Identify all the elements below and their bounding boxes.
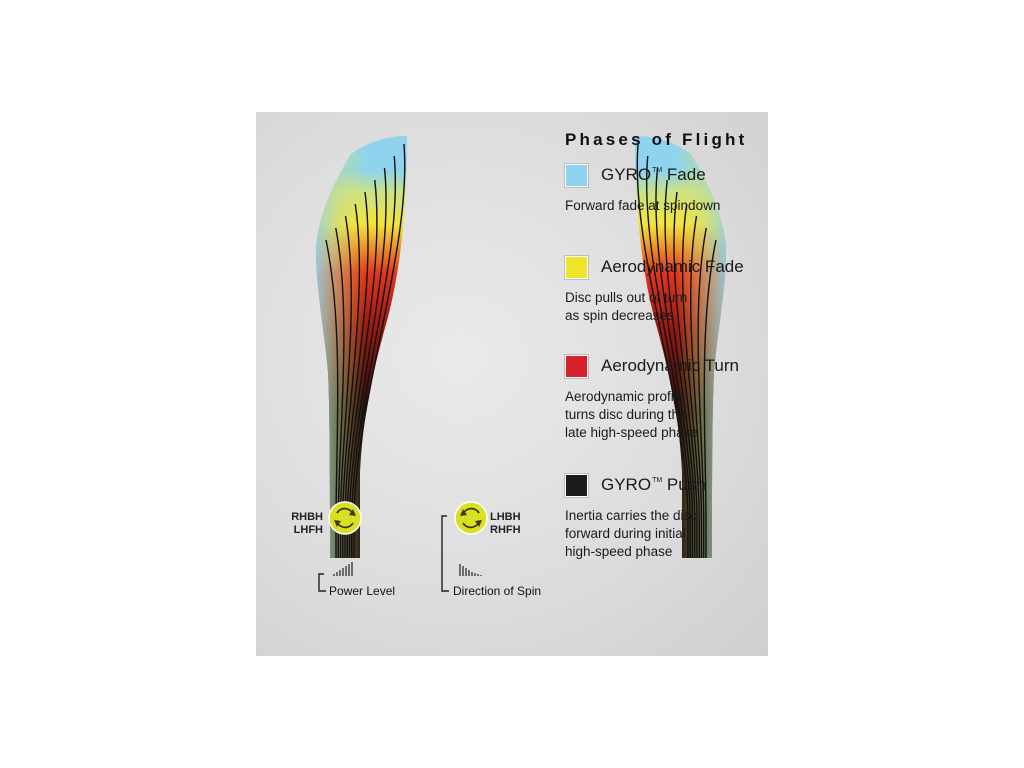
right-spin-badge-icon xyxy=(454,501,488,535)
left-throw-label-1: RHBH xyxy=(291,511,323,523)
right-fan-trajectory-line xyxy=(703,239,717,558)
left-fan-trajectory-line xyxy=(344,191,369,558)
power-level-caption: Power Level xyxy=(329,584,395,598)
left-fan-trajectory-line xyxy=(346,179,378,558)
gyro-push-label: GYROTM Push xyxy=(601,475,706,494)
legend-title: Phases of Flight xyxy=(565,130,748,149)
right-fan-trajectory-line xyxy=(690,215,703,558)
left-flight-fan xyxy=(316,136,407,558)
right-fan-trajectory-line xyxy=(673,191,698,558)
direction-of-spin-caption: Direction of Spin xyxy=(453,584,541,598)
left-fan-trajectory-line xyxy=(325,239,339,558)
power-level-icon xyxy=(333,562,353,576)
aero-fade-label: Aerodynamic Fade xyxy=(601,257,744,276)
flight-path-diagram: RHBH LHFH LHBH RHFH Power Level D xyxy=(291,136,726,598)
right-throw-label-1: LHBH xyxy=(490,511,521,523)
left-throw-label-2: LHFH xyxy=(294,524,323,536)
right-fan-trajectory-line xyxy=(697,227,707,558)
right-flight-fan xyxy=(635,136,726,558)
gyro-push-description: Inertia carries the disc forward during … xyxy=(565,508,698,559)
aero-turn-label: Aerodynamic Turn xyxy=(601,356,739,375)
power-level-bracket xyxy=(318,573,326,592)
right-fan-trajectory-line xyxy=(636,143,689,558)
aero-turn-description: Aerodynamic profile turns disc during th… xyxy=(565,389,698,440)
direction-of-spin-bracket xyxy=(441,515,449,592)
left-spin-badge-icon xyxy=(328,501,362,535)
gyro-fade-label: GYROTM Fade xyxy=(601,165,706,184)
right-fan-trajectory-line xyxy=(655,167,694,558)
gyro-fade-description: Forward fade at spindown xyxy=(565,198,721,213)
aero-fade-swatch xyxy=(565,256,588,279)
flight-phases-panel: RHBH LHFH LHBH RHFH Power Level D xyxy=(256,112,768,656)
right-throw-label-2: RHFH xyxy=(490,524,521,536)
right-fan-trajectory-line xyxy=(645,155,691,558)
gyro-push-swatch xyxy=(565,474,588,497)
gyro-fade-swatch xyxy=(565,164,588,187)
left-fan-trajectory-line xyxy=(353,143,406,558)
right-fan-trajectory-lines xyxy=(636,143,717,558)
left-fan-trajectory-line xyxy=(351,155,397,558)
aero-turn-swatch xyxy=(565,355,588,378)
aero-fade-description: Disc pulls out of turn as spin decreases xyxy=(565,290,688,323)
right-fan-trajectory-line xyxy=(681,203,700,558)
left-fan-trajectory-line xyxy=(348,167,387,558)
left-fan-trajectory-line xyxy=(339,215,352,558)
left-fan-trajectory-lines xyxy=(325,143,406,558)
right-fan-trajectory-line xyxy=(664,179,696,558)
left-fan-trajectory-line xyxy=(342,203,361,558)
left-fan-trajectory-line xyxy=(335,227,345,558)
direction-of-spin-icon xyxy=(459,564,482,576)
